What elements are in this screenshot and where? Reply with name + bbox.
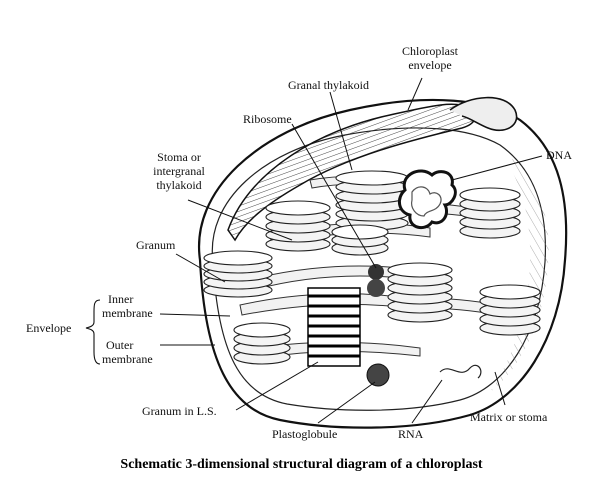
label-plastoglobule: Plastoglobule [272, 427, 338, 441]
label-granal-thylakoid: Granal thylakoid [288, 78, 369, 92]
granum-ls [307, 287, 361, 367]
granum-stack [203, 250, 273, 298]
thylakoid-disc [265, 200, 331, 216]
label-envelope: Envelope [26, 321, 72, 335]
thylakoid-disc [479, 284, 541, 300]
ribosome-1 [368, 264, 384, 280]
right-wall-shade [490, 150, 549, 392]
thylakoid-disc [203, 250, 273, 266]
thylakoid-disc [331, 224, 389, 240]
label-outer-2: membrane [102, 352, 153, 366]
label-rna: RNA [398, 427, 424, 441]
granum-stack [233, 322, 291, 365]
thylakoid-disc [387, 262, 453, 278]
ribosome-2 [367, 279, 385, 297]
label-ribosome: Ribosome [243, 112, 292, 126]
label-stoma-2: intergranal [153, 164, 205, 178]
rna-strand [439, 364, 482, 379]
granum-stack [479, 284, 541, 336]
envelope-brace [85, 299, 101, 365]
figure-caption: Schematic 3-dimensional structural diagr… [120, 457, 483, 472]
label-outer-1: Outer [106, 338, 134, 352]
label-inner-2: membrane [102, 306, 153, 320]
label-dna: DNA [546, 148, 572, 162]
plastoglobule [366, 363, 390, 387]
granum-stack [459, 187, 521, 239]
label-chloroplast-envelope-1: Chloroplast [402, 44, 458, 58]
label-chloroplast-envelope-2: envelope [408, 58, 452, 72]
label-granum: Granum [136, 238, 176, 252]
grana-stacks [203, 170, 541, 365]
granum-stack [387, 262, 453, 323]
dna-loop [397, 169, 457, 230]
granum-stack [265, 200, 331, 252]
thylakoid-disc [459, 187, 521, 203]
label-stoma-3: thylakoid [156, 178, 202, 192]
label-stoma-1: Stoma or [157, 150, 201, 164]
granum-stack [335, 170, 409, 231]
leader-lines [159, 77, 543, 424]
envelope-curl [449, 96, 518, 132]
thylakoid-disc [233, 322, 291, 338]
label-granum-ls: Granum in L.S. [142, 404, 217, 418]
thylakoid-disc [335, 170, 409, 186]
label-inner-1: Inner [108, 292, 134, 306]
label-matrix: Matrix or stoma [470, 410, 548, 424]
